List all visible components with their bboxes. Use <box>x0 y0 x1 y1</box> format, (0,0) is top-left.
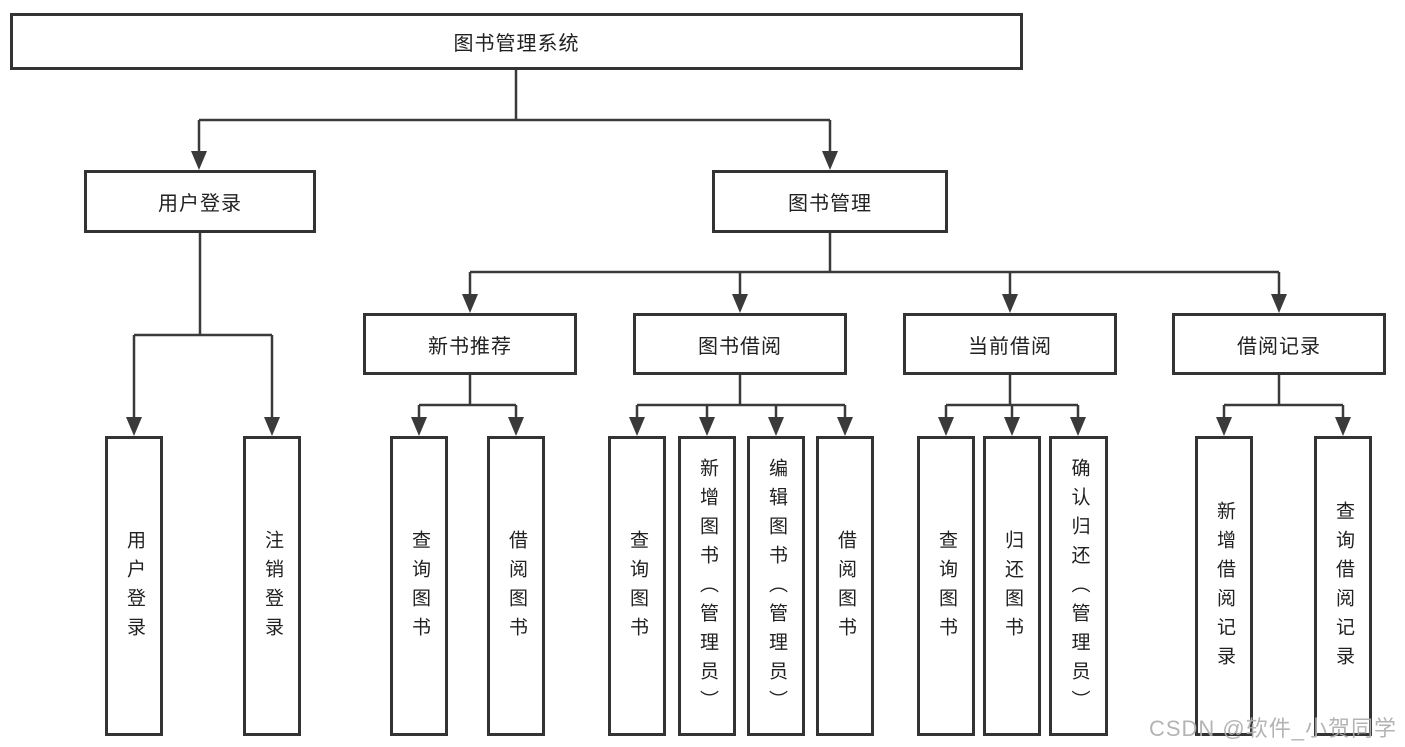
node-library-management-system: 图书管理系统 <box>10 13 1023 70</box>
connector-book-management-to-children <box>462 233 1287 313</box>
node-add-borrow-record: 新增借阅记录 <box>1195 436 1253 736</box>
watermark-text: CSDN @软件_小贺同学 <box>1148 716 1397 741</box>
node-book-management: 图书管理 <box>712 170 948 233</box>
node-query-books-borrowing: 查询图书 <box>608 436 666 736</box>
connector-book-borrowing-to-children <box>629 375 853 436</box>
connector-current-borrowing-to-children <box>938 375 1086 436</box>
connector-root-to-level2 <box>191 70 838 170</box>
node-return-books: 归还图书 <box>983 436 1041 736</box>
node-logout-leaf: 注销登录 <box>243 436 301 736</box>
node-new-book-recommendation: 新书推荐 <box>363 313 577 375</box>
connector-borrowing-records-to-children <box>1216 375 1351 436</box>
node-query-borrow-record: 查询借阅记录 <box>1314 436 1372 736</box>
node-borrow-books-borrowing: 借阅图书 <box>816 436 874 736</box>
node-query-books-current: 查询图书 <box>917 436 975 736</box>
connector-new-book-to-children <box>411 375 524 436</box>
node-current-borrowing: 当前借阅 <box>903 313 1117 375</box>
node-add-books-admin: 新增图书（管理员） <box>678 436 736 736</box>
connector-user-login-to-children <box>126 233 280 436</box>
node-borrow-books-recommend: 借阅图书 <box>487 436 545 736</box>
node-edit-books-admin: 编辑图书（管理员） <box>747 436 805 736</box>
node-borrowing-records: 借阅记录 <box>1172 313 1386 375</box>
node-user-login: 用户登录 <box>84 170 316 233</box>
node-confirm-return-admin: 确认归还（管理员） <box>1049 436 1108 736</box>
node-query-books-recommend: 查询图书 <box>390 436 448 736</box>
node-book-borrowing: 图书借阅 <box>633 313 847 375</box>
node-user-login-leaf: 用户登录 <box>105 436 163 736</box>
